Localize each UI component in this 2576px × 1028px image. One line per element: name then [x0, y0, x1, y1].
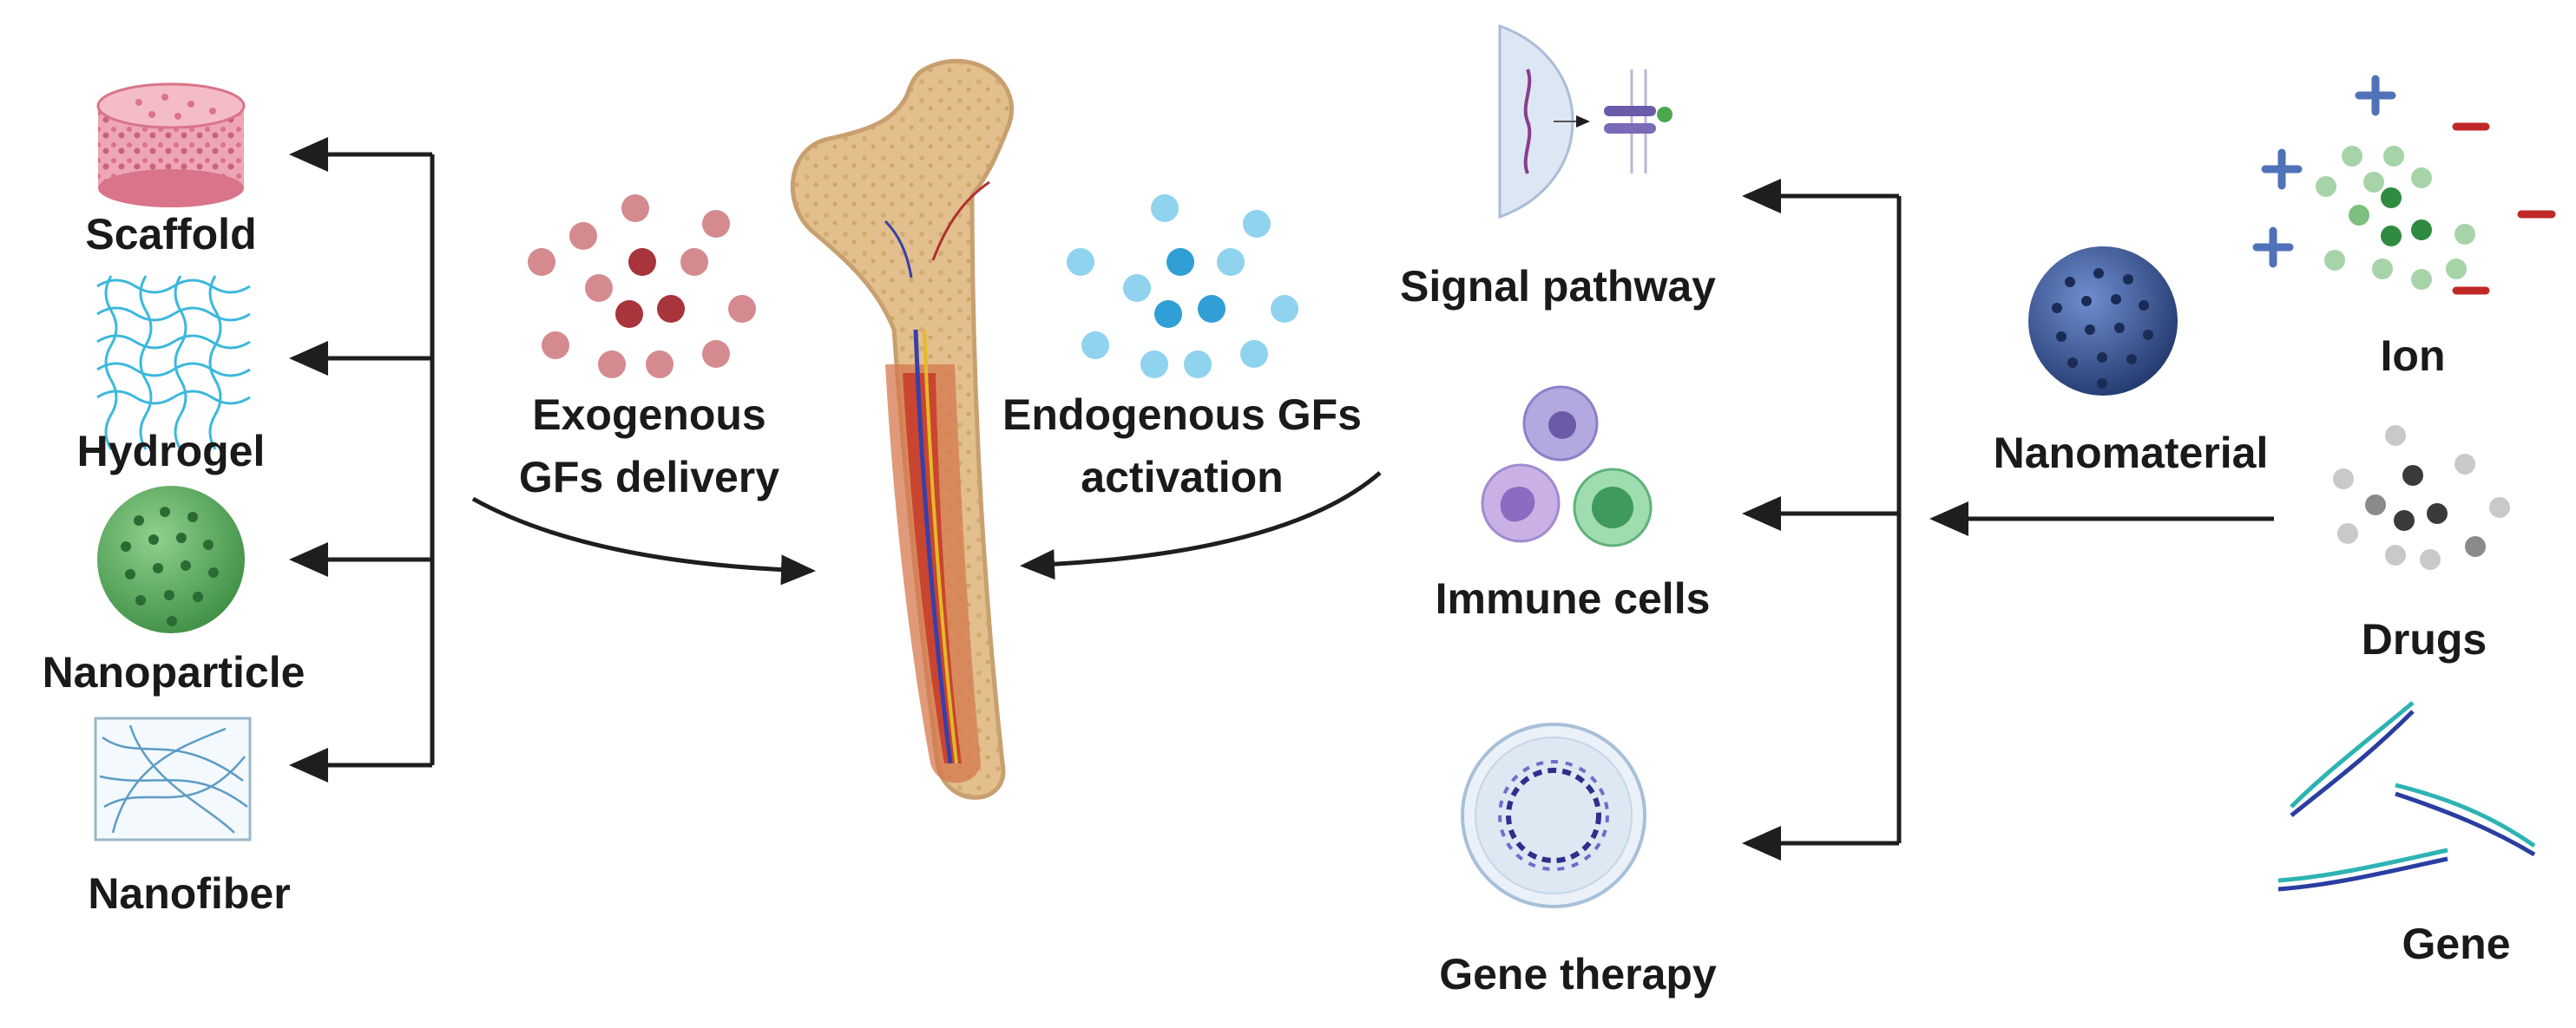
- ion-icon: [2252, 75, 2556, 295]
- endogenous-gf-dots: [1067, 194, 1298, 378]
- hydrogel-label: Hydrogel: [76, 427, 266, 475]
- femur-bone-icon: [790, 58, 1014, 800]
- ion-label: Ion: [2380, 331, 2446, 380]
- nanoparticle-label: Nanoparticle: [42, 648, 306, 697]
- exogenous-label-line2: GFs delivery: [518, 453, 780, 501]
- drugs-icon: [2333, 425, 2510, 570]
- left-bracket-arrows: [289, 137, 435, 782]
- curved-arrows: [471, 471, 1382, 586]
- gene-icon: [2277, 701, 2536, 892]
- scaffold-label: Scaffold: [85, 210, 257, 259]
- right-bracket-arrows: [1742, 179, 2274, 861]
- gene-label: Gene: [2402, 920, 2511, 968]
- hydrogel-icon: [96, 275, 251, 450]
- drugs-label: Drugs: [2361, 615, 2487, 664]
- nanoparticle-icon: [97, 486, 245, 633]
- gene-therapy-icon: [1461, 723, 1646, 908]
- signal-pathway-label: Signal pathway: [1400, 262, 1716, 311]
- immune-cells-icon: [1481, 385, 1653, 547]
- nanofiber-icon: [94, 717, 252, 841]
- exogenous-label-line1: Exogenous: [532, 390, 766, 439]
- nanofiber-label: Nanofiber: [88, 869, 291, 918]
- gene-therapy-label: Gene therapy: [1439, 950, 1717, 999]
- signal-pathway-icon: [1498, 23, 1672, 219]
- scaffold-icon: [96, 82, 246, 207]
- endogenous-label-line1: Endogenous GFs: [1002, 390, 1362, 439]
- endogenous-label-line2: activation: [1081, 453, 1284, 501]
- exogenous-gf-dots: [528, 194, 756, 378]
- immune-cells-label: Immune cells: [1435, 574, 1711, 623]
- nanomaterial-label: Nanomaterial: [1993, 429, 2269, 477]
- nanomaterial-sphere-icon: [2028, 246, 2178, 396]
